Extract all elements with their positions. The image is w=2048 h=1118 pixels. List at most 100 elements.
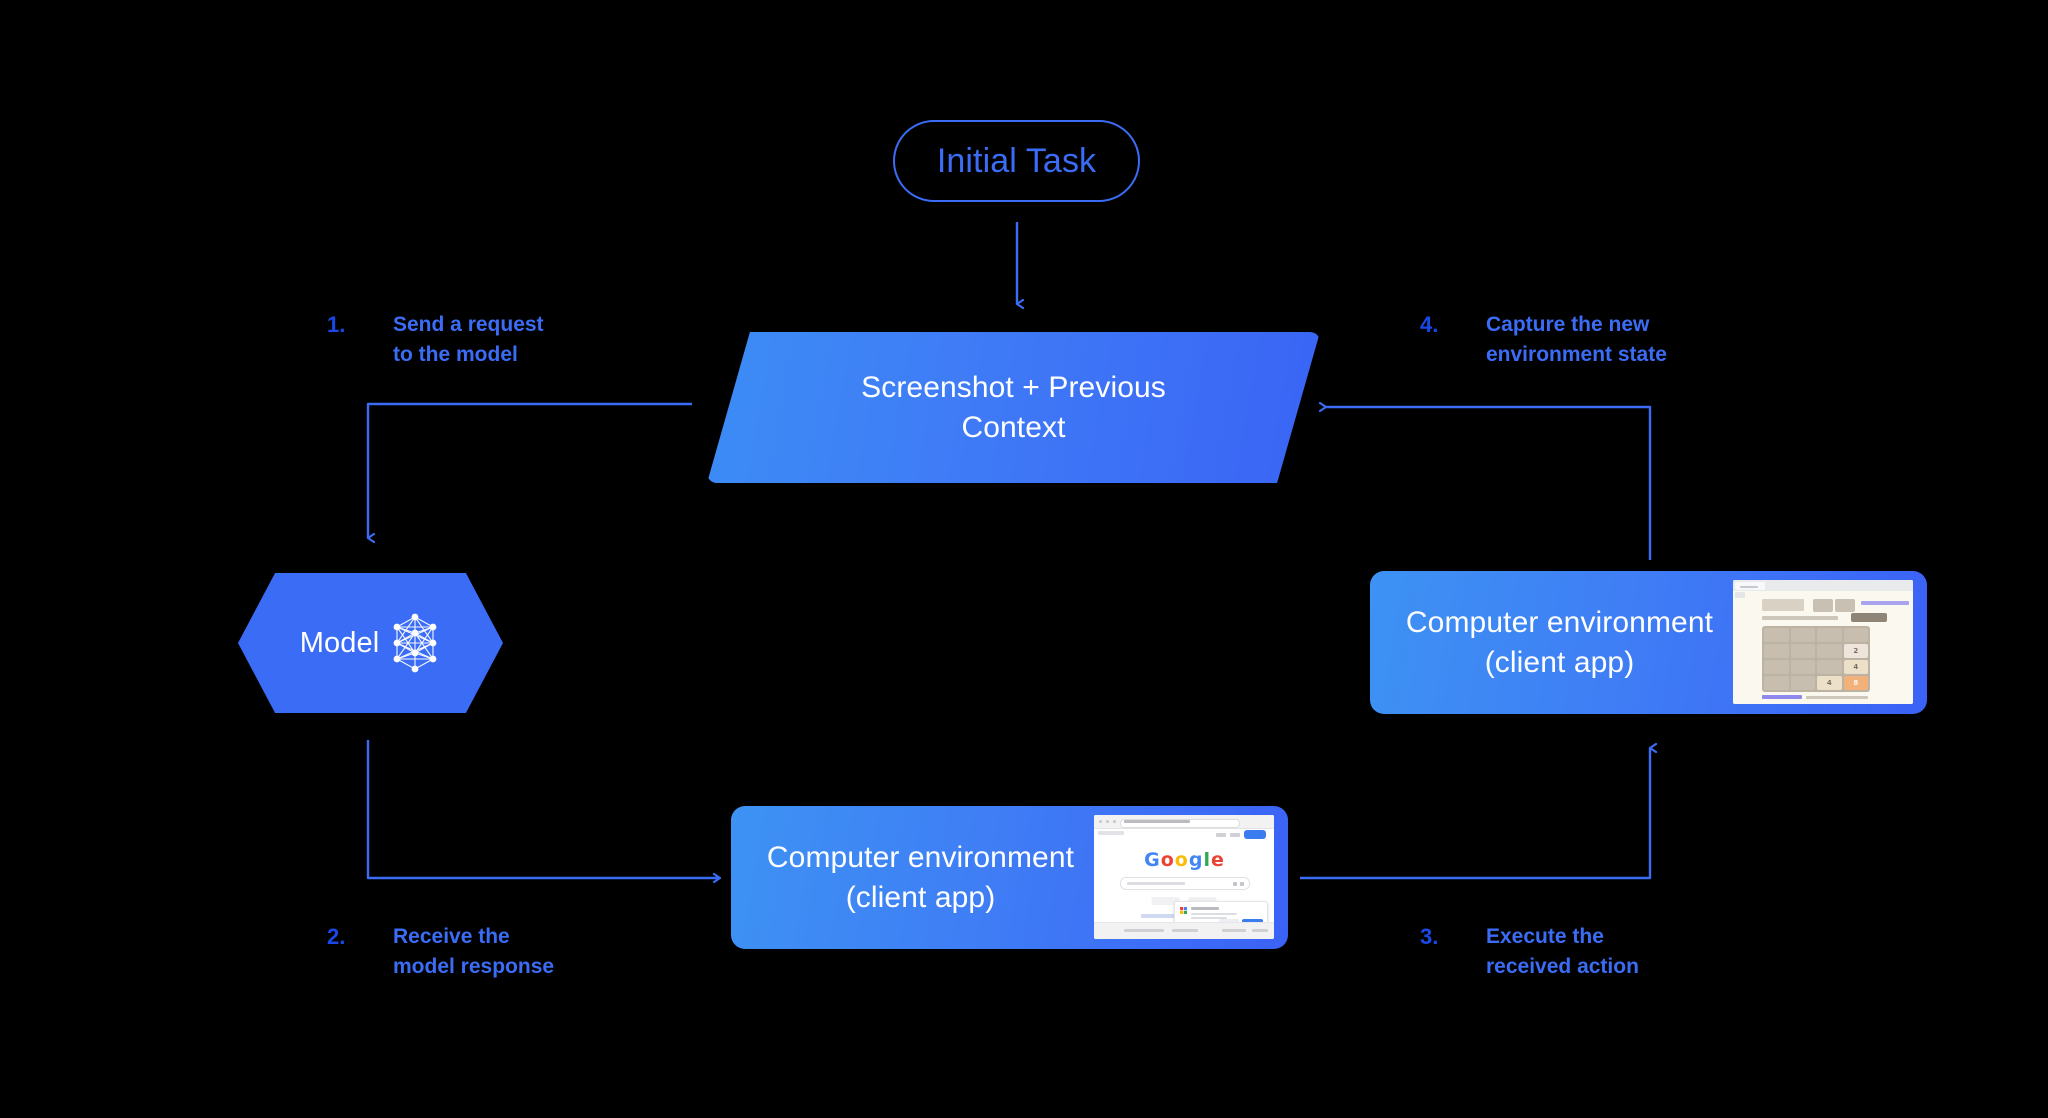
images-link[interactable]: [1230, 832, 1240, 837]
tile-4: 4: [1843, 660, 1868, 674]
search-input[interactable]: [1120, 877, 1250, 890]
browser-url-bar[interactable]: [1120, 818, 1240, 828]
google-search-button[interactable]: [1151, 897, 1180, 905]
env-right-line-2: (client app): [1484, 645, 1635, 679]
game-subtitle: [1762, 616, 1838, 620]
nav-back-icon: [1099, 820, 1102, 823]
tile: [1790, 628, 1815, 642]
footer-link[interactable]: [1222, 929, 1246, 932]
step-2-annotation: 2. Receive the model response: [327, 922, 554, 982]
browser-url-bar: [1735, 592, 1745, 598]
arrow-model-to-env-bottom: [366, 740, 720, 878]
arrow-env-right-to-context: [1326, 407, 1652, 560]
best-score-box: [1835, 599, 1855, 612]
step-1-number: 1.: [327, 312, 346, 337]
step-3-text: Execute the received action: [1486, 925, 1639, 978]
parallelogram-shape: [707, 332, 1320, 483]
step-3-number: 3.: [1420, 924, 1439, 949]
step-4-annotation: 4. Capture the new environment state: [1420, 310, 1667, 370]
initial-task-label: Initial Task: [936, 141, 1097, 180]
tile: [1790, 644, 1815, 658]
nav-forward-icon: [1106, 820, 1109, 823]
step-1-annotation: 1. Send a request to the model: [327, 310, 544, 370]
footer-link[interactable]: [1172, 929, 1198, 932]
header-links: [1861, 601, 1909, 605]
browser-tab: [1735, 581, 1765, 590]
tile: [1817, 660, 1842, 674]
env-bottom-label: Computer environment (client app): [731, 838, 1288, 918]
google-logo: G o o g l e: [1144, 851, 1224, 870]
browser-chrome-bar: [1733, 580, 1913, 591]
step-4-number: 4.: [1420, 312, 1439, 337]
env-right-line-1: Computer environment: [1405, 605, 1714, 639]
score-panel: [1813, 599, 1855, 612]
step-1-text: Send a request to the model: [393, 313, 544, 366]
tile: [1790, 660, 1815, 674]
tile: [1764, 676, 1789, 690]
logo-letter: o: [1174, 849, 1188, 871]
dialog-body-line: [1191, 917, 1227, 919]
step-2-text: Receive the model response: [393, 925, 555, 978]
model-node-content: Model: [238, 573, 503, 713]
logo-letter: l: [1203, 849, 1210, 871]
footer-link[interactable]: [1124, 929, 1164, 932]
model-label: Model: [299, 626, 380, 659]
tile: [1817, 628, 1842, 642]
arrow-env-bottom-to-env-right: [1300, 748, 1650, 880]
env-right-label: Computer environment (client app): [1370, 603, 1927, 683]
step-2-number: 2.: [327, 924, 346, 949]
tile: [1764, 628, 1789, 642]
search-input-icons: [1233, 881, 1244, 886]
tile: [1764, 660, 1789, 674]
reload-icon: [1113, 820, 1116, 823]
computer-environment-right-node[interactable]: Computer environment (client app): [1370, 571, 1927, 714]
initial-task-node[interactable]: Initial Task: [893, 120, 1140, 202]
tile: [1764, 644, 1789, 658]
browser-tab-title: [1740, 585, 1758, 588]
context-line-1: Screenshot + Previous: [861, 370, 1166, 404]
page-header-actions: [1216, 830, 1266, 839]
step-3-annotation: 3. Execute the received action: [1420, 922, 1639, 982]
hexagon-shape: [238, 573, 503, 713]
logo-letter: g: [1188, 849, 1203, 871]
dialog-title: [1191, 907, 1219, 910]
logo-letter: e: [1210, 849, 1224, 871]
game-title: [1762, 599, 1804, 611]
env-bottom-line-1: Computer environment: [766, 840, 1075, 874]
google-search-thumbnail: G o o g l e: [1094, 815, 1274, 939]
browser-tab: [1098, 831, 1124, 835]
computer-environment-bottom-node[interactable]: Computer environment (client app): [731, 806, 1288, 949]
model-node[interactable]: Model: [238, 573, 503, 713]
tile-4: 4: [1817, 676, 1842, 690]
logo-letter: G: [1144, 849, 1160, 871]
dialog-body-line: [1191, 913, 1237, 915]
arrow-context-to-model: [366, 402, 692, 538]
search-placeholder: [1127, 882, 1185, 885]
page-footer: [1094, 922, 1274, 939]
new-game-button[interactable]: [1851, 613, 1887, 622]
footer-link: [1762, 695, 1802, 699]
env-bottom-line-2: (client app): [845, 880, 996, 914]
sign-in-button[interactable]: [1244, 830, 1266, 839]
dialog-app-icon: [1180, 907, 1187, 914]
tile: [1790, 676, 1815, 690]
step-4-text: Capture the new environment state: [1486, 313, 1667, 366]
microphone-icon[interactable]: [1233, 881, 1237, 886]
logo-letter: o: [1160, 849, 1174, 871]
gmail-link[interactable]: [1216, 832, 1226, 837]
game-2048-thumbnail: 2 4 4 8: [1733, 580, 1913, 704]
context-line-2: Context: [961, 410, 1066, 444]
neural-network-icon: [393, 613, 437, 673]
score-box: [1813, 599, 1833, 612]
browser-chrome-bar: [1094, 815, 1274, 829]
game-board[interactable]: 2 4 4 8: [1762, 626, 1870, 692]
camera-icon[interactable]: [1240, 881, 1244, 886]
tile: [1843, 628, 1868, 642]
tile: [1817, 644, 1842, 658]
footer-link[interactable]: [1252, 929, 1268, 932]
tile-2: 2: [1843, 644, 1868, 658]
screenshot-context-label: Screenshot + Previous Context: [707, 332, 1320, 483]
browser-url-text: [1124, 820, 1190, 823]
screenshot-context-node[interactable]: Screenshot + Previous Context: [707, 332, 1320, 483]
